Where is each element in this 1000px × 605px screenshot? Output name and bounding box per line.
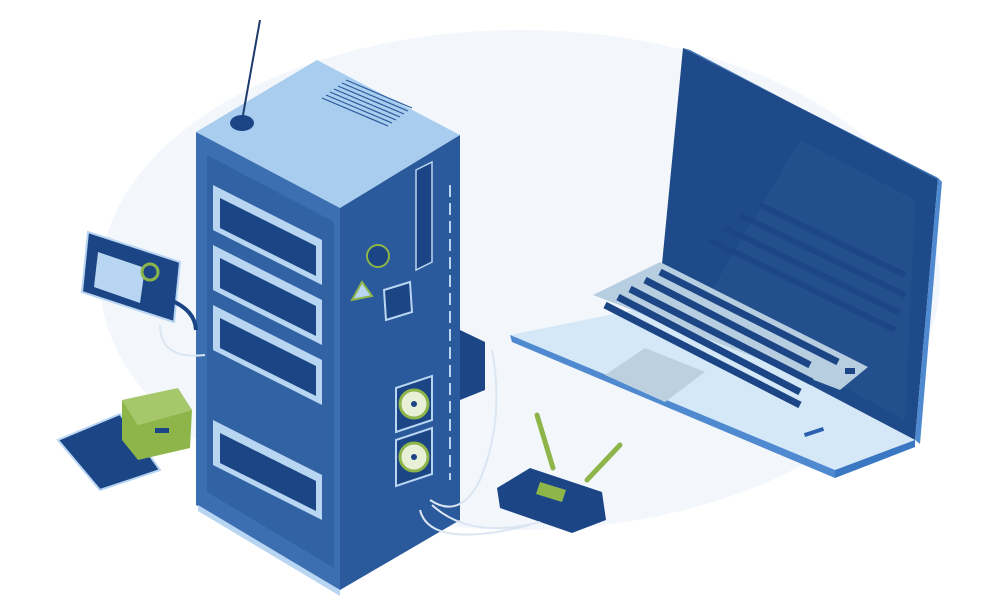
server-unit [213, 245, 322, 345]
rack-bracket [460, 330, 485, 400]
tablet-monitor [80, 230, 198, 331]
server-unit [213, 305, 322, 405]
server-rack [196, 19, 460, 596]
wifi-router [497, 412, 623, 533]
fan-lower [395, 426, 433, 488]
laptop [510, 48, 942, 478]
fan-upper [395, 374, 433, 434]
cables [159, 324, 541, 536]
server-unit [213, 185, 322, 285]
green-device-box [56, 388, 192, 492]
server-unit [213, 420, 322, 520]
